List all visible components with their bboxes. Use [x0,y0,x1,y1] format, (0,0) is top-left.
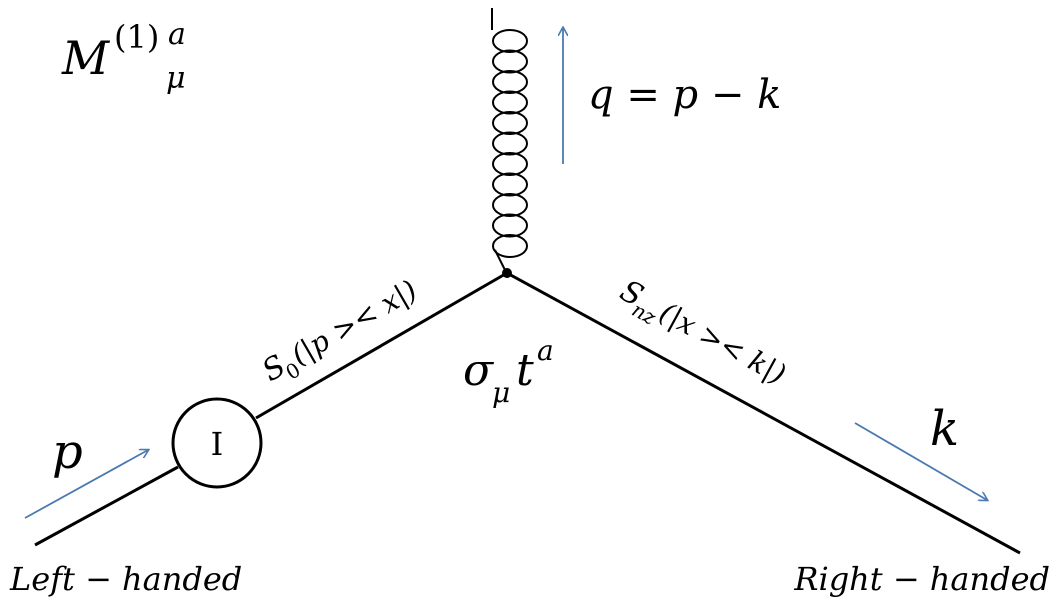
incoming-momentum-label: p [52,424,83,480]
gluon-momentum-label: q = p − k [588,72,781,118]
svg-text:a: a [537,334,554,367]
left-fermion-line-lower [34,465,179,547]
svg-text:μ: μ [166,61,186,96]
outgoing-momentum-arrow [854,422,987,500]
insertion-label: I [211,425,224,463]
left-fermion-line-upper [255,271,508,420]
svg-text:(|x >< k|): (|x >< k|) [654,296,791,391]
svg-text:σ: σ [463,345,495,396]
right-fermion-line [506,271,1021,555]
vertex-dot [502,268,512,278]
diagram-title: M (1) a μ [61,17,186,96]
svg-text:μ: μ [492,376,510,409]
svg-text:(|p >< x|): (|p >< x|) [286,273,423,371]
incoming-momentum-arrow [24,450,148,519]
svg-text:t: t [516,345,534,396]
left-chirality-label: Left − handed [9,560,242,598]
svg-text:(1): (1) [114,18,159,56]
svg-text:a: a [168,17,186,52]
insertion-node: I [171,397,263,489]
outgoing-momentum-label: k [930,401,959,457]
right-chirality-label: Right − handed [793,560,1050,598]
vertex-factor-label: σ μ t a [463,334,554,409]
gluon-line [491,8,529,271]
svg-text:M: M [61,31,111,85]
